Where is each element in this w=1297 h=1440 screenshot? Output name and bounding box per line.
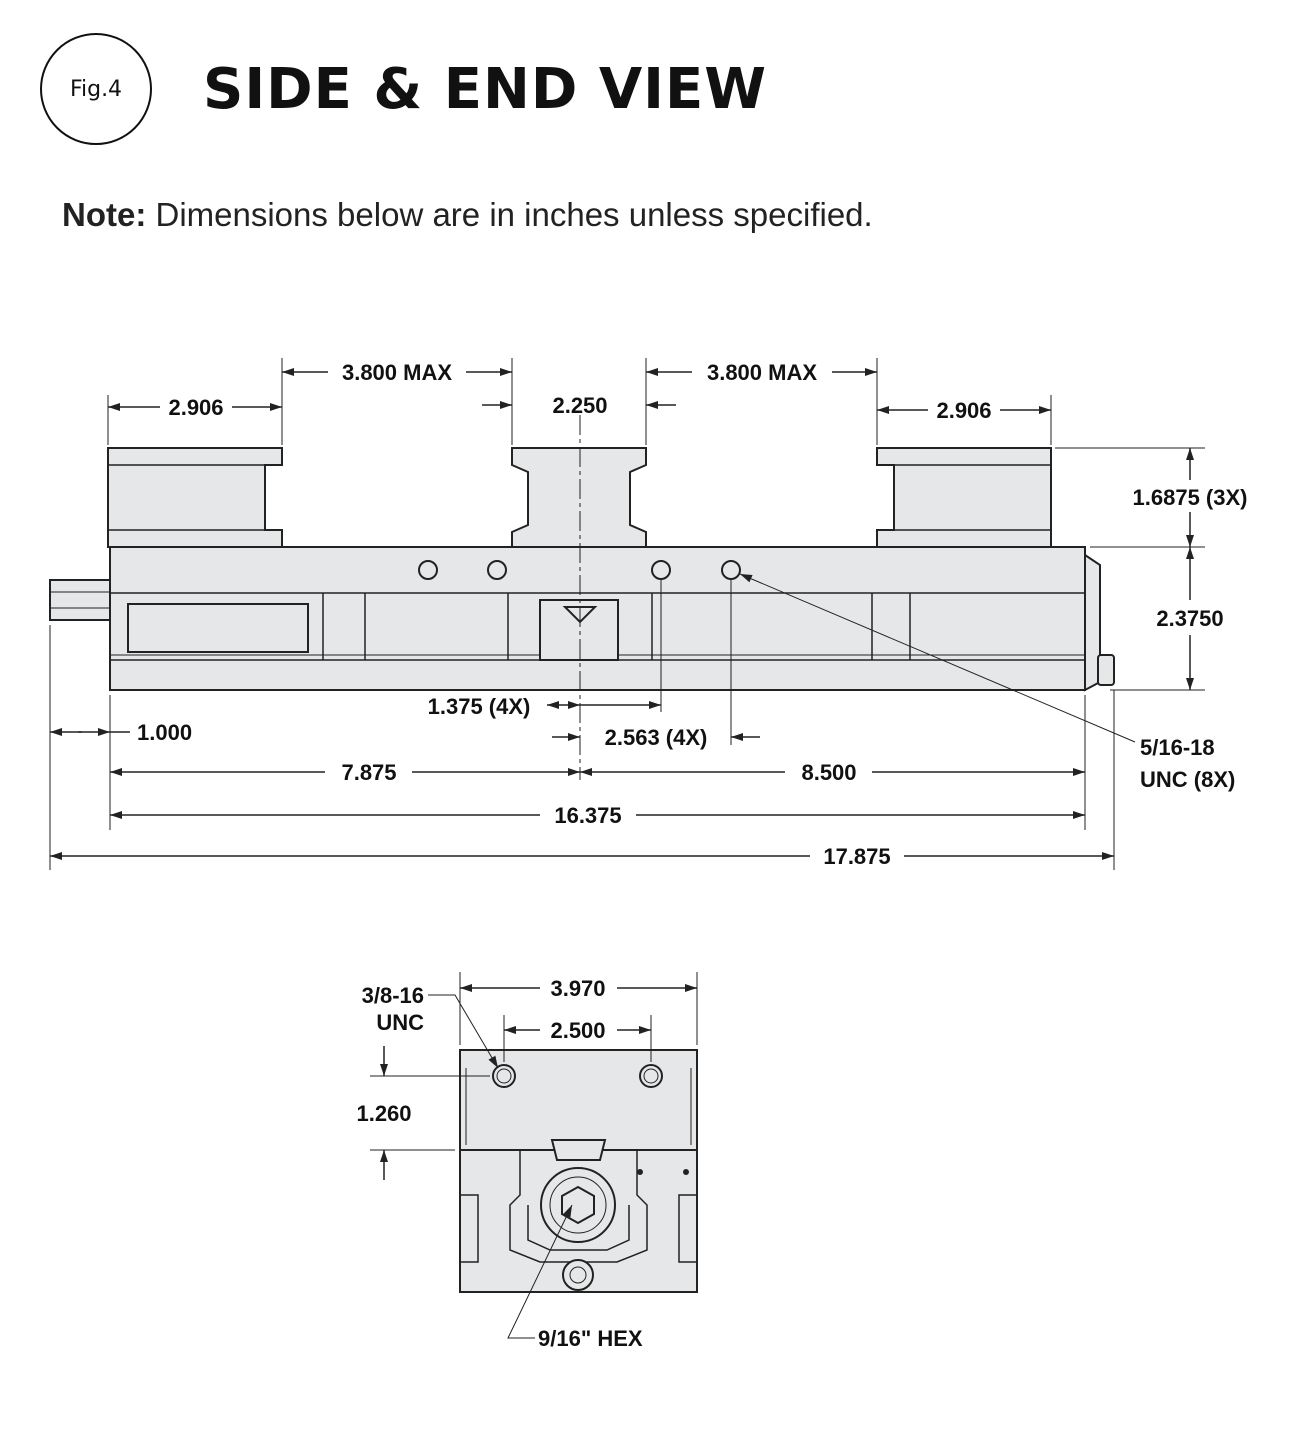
tapped-hole bbox=[651, 560, 671, 580]
end-plate-knob bbox=[1097, 654, 1115, 686]
dim-jaw-height: 1.6875 (3X) bbox=[1133, 485, 1248, 510]
dim-jaw-width-right: 2.906 bbox=[936, 398, 991, 423]
tap-callout-line2: UNC (8X) bbox=[1140, 767, 1235, 792]
dim-opening-left: 3.800 MAX bbox=[342, 360, 452, 385]
tap-callout-line1: 5/16-18 bbox=[1140, 735, 1215, 760]
end-jaw bbox=[459, 1049, 698, 1151]
dim-opening-right: 3.800 MAX bbox=[707, 360, 817, 385]
page-title: SIDE & END VIEW bbox=[203, 57, 768, 122]
shaft bbox=[49, 579, 111, 621]
dim-end-hole-spacing: 2.500 bbox=[550, 1018, 605, 1043]
dim-hole-spacing-inner: 1.375 (4X) bbox=[428, 694, 531, 719]
jaw-right bbox=[876, 447, 1052, 548]
dim-center-jaw: 2.250 bbox=[552, 393, 607, 418]
body-slot bbox=[127, 603, 309, 653]
note-text: Dimensions below are in inches unless sp… bbox=[146, 196, 873, 233]
dim-right-section: 8.500 bbox=[801, 760, 856, 785]
end-tapped-hole bbox=[639, 1064, 663, 1088]
note: Note: Dimensions below are in inches unl… bbox=[62, 198, 873, 231]
hex-socket bbox=[561, 1185, 595, 1225]
dim-body-length: 16.375 bbox=[554, 803, 621, 828]
dim-hole-spacing-outer: 2.563 (4X) bbox=[605, 725, 708, 750]
end-tap-line2: UNC bbox=[376, 1010, 424, 1035]
dim-left-section: 7.875 bbox=[341, 760, 396, 785]
tapped-hole bbox=[418, 560, 438, 580]
dim-overall-length: 17.875 bbox=[823, 844, 890, 869]
dim-body-height: 2.3750 bbox=[1156, 606, 1223, 631]
figure-label: Fig.4 bbox=[69, 76, 123, 102]
tapped-hole bbox=[487, 560, 507, 580]
jaw-left bbox=[107, 447, 283, 548]
end-tap-line1: 3/8-16 bbox=[362, 983, 424, 1008]
end-hex-callout: 9/16" HEX bbox=[538, 1326, 643, 1351]
end-tapped-hole bbox=[492, 1064, 516, 1088]
dim-end-width: 3.970 bbox=[550, 976, 605, 1001]
center-notch bbox=[539, 599, 619, 661]
tapped-hole bbox=[721, 560, 741, 580]
jaw-center bbox=[511, 447, 647, 548]
side-view: 2.906 3.800 MAX 2.250 3.800 MAX 2.906 1.… bbox=[49, 358, 1248, 870]
dim-end-hole-height: 1.260 bbox=[356, 1101, 411, 1126]
dim-jaw-width-left: 2.906 bbox=[168, 395, 223, 420]
end-view: 3.970 2.500 1.260 3/8-16 UNC 9/16" HEX bbox=[356, 972, 698, 1351]
figure-badge: Fig.4 bbox=[40, 33, 152, 145]
dim-shaft-ext: 1.000 bbox=[137, 720, 192, 745]
note-label: Note: bbox=[62, 196, 147, 233]
lower-pin bbox=[562, 1259, 594, 1291]
end-top-notch bbox=[550, 1139, 607, 1161]
